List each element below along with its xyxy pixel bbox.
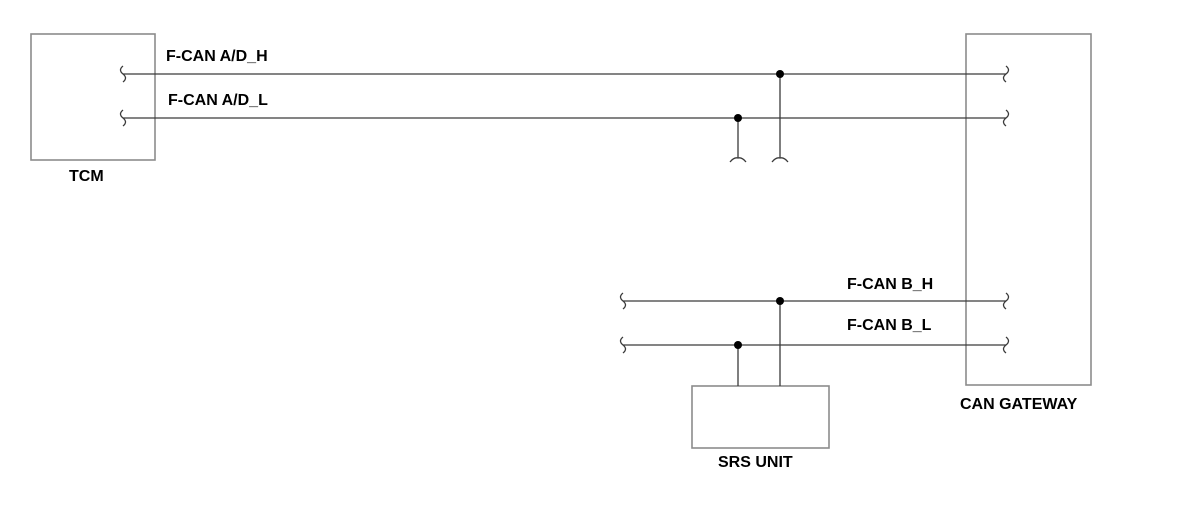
connector-break-tcm-l bbox=[119, 109, 127, 127]
signal-label-f-can-b-h: F-CAN B_H bbox=[847, 276, 934, 293]
connector-break-gw-b-l bbox=[1002, 336, 1010, 354]
connector-break-left-b-l bbox=[619, 336, 627, 354]
connector-break-left-b-h bbox=[619, 292, 627, 310]
component-label-srs-unit: SRS UNIT bbox=[718, 454, 793, 471]
connector-break-gw-ad-h bbox=[1002, 65, 1010, 83]
connector-break-drop-ad-l bbox=[729, 157, 747, 163]
junction-ad-h bbox=[776, 70, 784, 78]
connector-break-tcm-h bbox=[119, 65, 127, 83]
component-label-tcm: TCM bbox=[69, 168, 104, 185]
connector-break-gw-b-h bbox=[1002, 292, 1010, 310]
connector-break-drop-ad-h bbox=[771, 157, 789, 163]
can-gateway-box bbox=[965, 33, 1092, 386]
tcm-box bbox=[30, 33, 156, 161]
connector-break-gw-ad-l bbox=[1002, 109, 1010, 127]
srs-unit-box bbox=[691, 385, 830, 449]
signal-label-f-can-b-l: F-CAN B_L bbox=[847, 317, 932, 334]
junction-b-h bbox=[776, 297, 784, 305]
signal-label-f-can-ad-h: F-CAN A/D_H bbox=[166, 48, 268, 65]
junction-b-l bbox=[734, 341, 742, 349]
component-label-can-gateway: CAN GATEWAY bbox=[960, 396, 1078, 413]
signal-label-f-can-ad-l: F-CAN A/D_L bbox=[168, 92, 268, 109]
junction-ad-l bbox=[734, 114, 742, 122]
